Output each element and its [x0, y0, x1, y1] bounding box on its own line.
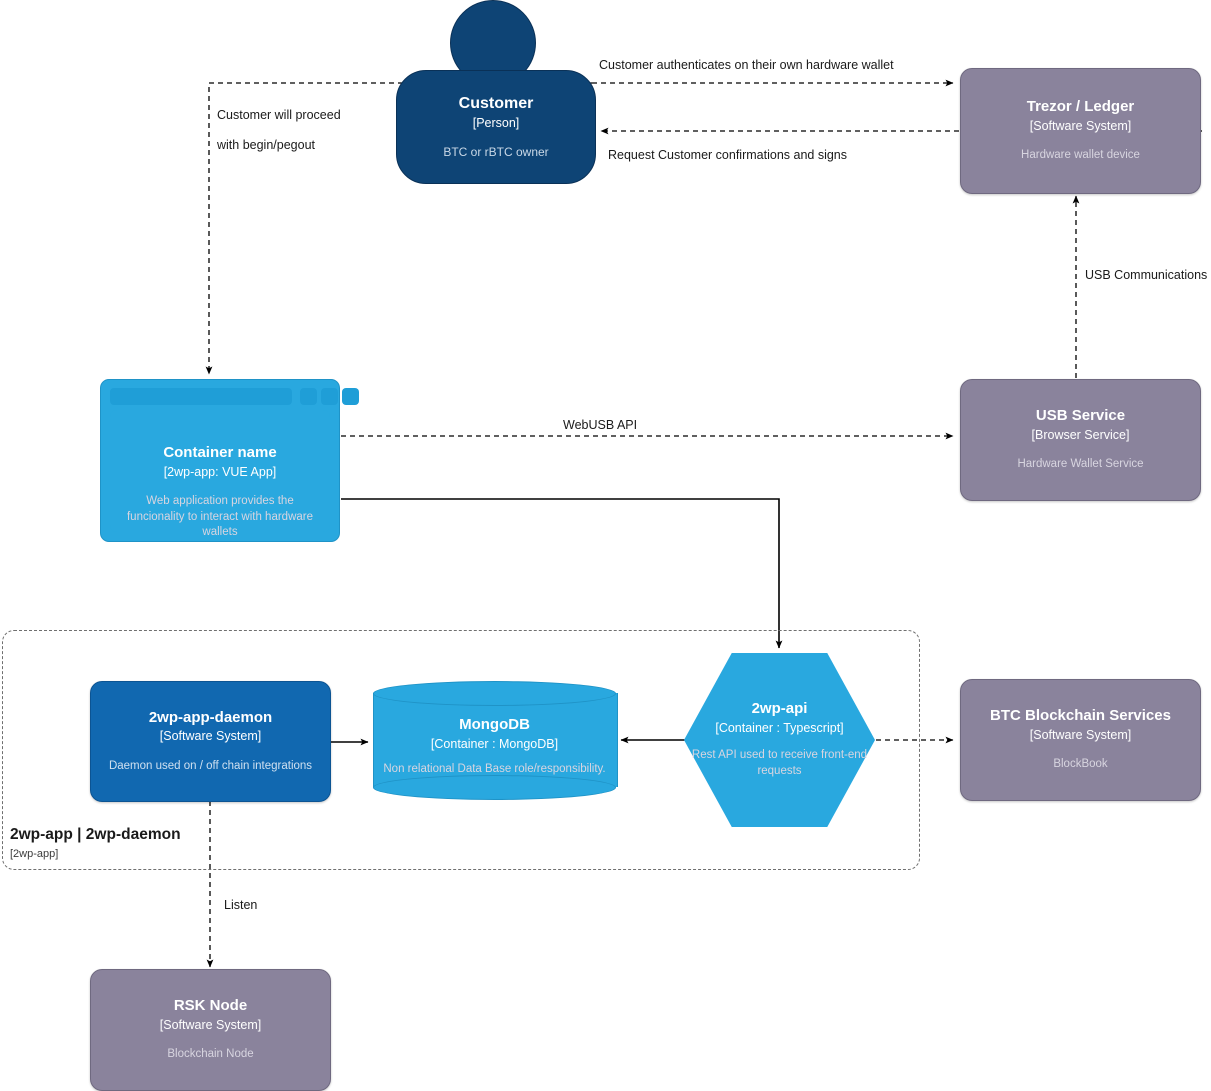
node-trezor-ledger-subtitle: [Software System] [1029, 118, 1132, 133]
edge-label-usb-communications: USB Communications [1085, 268, 1208, 282]
node-vue-app-title: Container name [163, 444, 277, 461]
node-mongodb-title: MongoDB [459, 716, 530, 734]
node-mongodb-label-group: MongoDB [Container : MongoDB] Non relati… [373, 707, 616, 787]
node-btc-blockchain-services-description: BlockBook [1053, 758, 1108, 771]
browser-title-bar [110, 388, 359, 405]
node-2wp-api-label-group: 2wp-api [Container : Typescript] Rest AP… [684, 653, 875, 827]
cylinder-body [373, 693, 618, 787]
boundary-title: 2wp-app | 2wp-daemon [10, 826, 181, 843]
node-customer[interactable]: Customer [Person] BTC or rBTC owner [396, 0, 596, 184]
node-btc-blockchain-services-subtitle: [Software System] [1029, 727, 1132, 742]
node-customer-subtitle: [Person] [472, 115, 520, 130]
node-rsk-node-title: RSK Node [173, 997, 248, 1015]
boundary-2wp-app [2, 630, 920, 870]
edge-label-listen: Listen [224, 898, 258, 912]
node-trezor-ledger-description: Hardware wallet device [1021, 149, 1140, 162]
node-2wp-api[interactable]: 2wp-api [Container : Typescript] Rest AP… [684, 653, 875, 827]
node-vue-app-subtitle: [2wp-app: VUE App] [163, 464, 277, 479]
node-btc-blockchain-services[interactable]: BTC Blockchain Services [Software System… [960, 679, 1201, 801]
node-trezor-ledger[interactable]: Trezor / Ledger [Software System] Hardwa… [960, 68, 1201, 194]
node-usb-service-description: Hardware Wallet Service [1017, 458, 1144, 471]
node-rsk-node-description: Blockchain Node [167, 1048, 254, 1061]
browser-dot-icon-3 [342, 388, 359, 405]
edge-label-customer-to-trezor: Customer authenticates on their own hard… [599, 58, 894, 72]
node-rsk-node[interactable]: RSK Node [Software System] Blockchain No… [90, 969, 331, 1091]
browser-window-shape: Container name [2wp-app: VUE App] Web ap… [100, 379, 359, 542]
node-usb-service-subtitle: [Browser Service] [1031, 427, 1130, 442]
node-vue-app-description: Web application provides the funcionalit… [126, 495, 313, 539]
browser-dot-icon-1 [300, 388, 317, 405]
node-vue-app[interactable]: Container name [2wp-app: VUE App] Web ap… [100, 379, 359, 542]
node-btc-blockchain-services-title: BTC Blockchain Services [990, 707, 1171, 725]
node-customer-description: BTC or rBTC owner [443, 145, 549, 160]
node-2wp-api-title: 2wp-api [751, 700, 808, 718]
node-customer-title: Customer [458, 94, 534, 112]
browser-viewport: Container name [2wp-app: VUE App] Web ap… [110, 410, 330, 538]
node-2wp-app-daemon-description: Daemon used on / off chain integrations [108, 759, 313, 772]
browser-url-bar [110, 388, 292, 405]
node-mongodb-description: Non relational Data Base role/responsibi… [383, 763, 606, 776]
node-2wp-api-description: Rest API used to receive front-end reque… [691, 749, 868, 777]
cylinder-top-ellipse [373, 681, 616, 706]
cylinder-bottom-ellipse [373, 775, 616, 800]
person-body: Customer [Person] BTC or rBTC owner [396, 70, 596, 184]
node-mongodb[interactable]: MongoDB [Container : MongoDB] Non relati… [373, 681, 618, 800]
node-2wp-app-daemon[interactable]: 2wp-app-daemon [Software System] Daemon … [90, 681, 331, 802]
edge-label-webusb-api: WebUSB API [563, 418, 638, 432]
browser-dot-icon-2 [321, 388, 338, 405]
node-2wp-api-subtitle: [Container : Typescript] [715, 721, 844, 736]
edge-label-customer-to-vueapp-line1: Customer will proceed [217, 108, 341, 122]
edge-label-customer-to-vueapp-line2: with begin/pegout [217, 138, 315, 152]
boundary-subtitle: [2wp-app] [10, 848, 59, 860]
edge-label-trezor-to-customer: Request Customer confirmations and signs [608, 148, 848, 162]
node-mongodb-subtitle: [Container : MongoDB] [430, 736, 559, 751]
node-2wp-app-daemon-title: 2wp-app-daemon [148, 708, 273, 726]
node-usb-service-title: USB Service [1035, 407, 1126, 425]
node-trezor-ledger-title: Trezor / Ledger [1026, 98, 1135, 116]
edge-vueapp-to-api [341, 498, 783, 649]
node-rsk-node-subtitle: [Software System] [159, 1017, 262, 1032]
node-usb-service[interactable]: USB Service [Browser Service] Hardware W… [960, 379, 1201, 501]
node-2wp-app-daemon-subtitle: [Software System] [159, 729, 262, 744]
